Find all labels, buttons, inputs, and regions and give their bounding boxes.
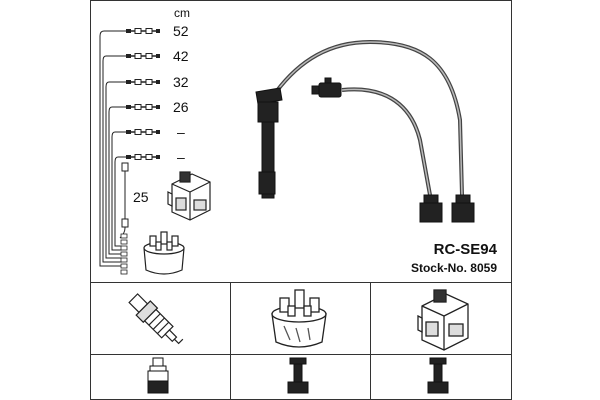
wire-bundle [99, 30, 126, 267]
distributor-cap-icon [271, 289, 327, 348]
coil-connector-icon [427, 357, 449, 394]
lead-row: 52 [125, 23, 189, 39]
lead-row: 42 [125, 48, 189, 64]
lead-row: 32 [125, 74, 189, 90]
cap-connector-icon [287, 357, 309, 394]
coil-icon [417, 289, 469, 351]
lead-row: – [125, 149, 185, 165]
ignition-cable-set-illustration [255, 39, 475, 223]
length-value: – [177, 124, 185, 140]
terminal-stack [120, 233, 128, 275]
distributor-cap-icon [143, 231, 185, 275]
length-value: 32 [173, 74, 189, 90]
length-value: 52 [173, 23, 189, 39]
length-value: 26 [173, 99, 189, 115]
lead-row: 26 [125, 99, 189, 115]
kit-model: RC-SE94 [434, 241, 498, 258]
kit-stock-number: Stock-No. 8059 [411, 261, 497, 275]
spark-plug-icon [128, 293, 184, 345]
coil-lead: 25 [121, 162, 149, 228]
lead-row: – [125, 124, 185, 140]
length-value: – [177, 149, 185, 165]
unit-label: cm [174, 6, 190, 20]
length-value: 42 [173, 48, 189, 64]
coil-lead-length: 25 [133, 189, 149, 205]
coil-icon [167, 171, 211, 221]
plug-connector-icon [147, 357, 169, 394]
cable-length-list: 52 42 32 26 – – 25 [99, 23, 189, 275]
